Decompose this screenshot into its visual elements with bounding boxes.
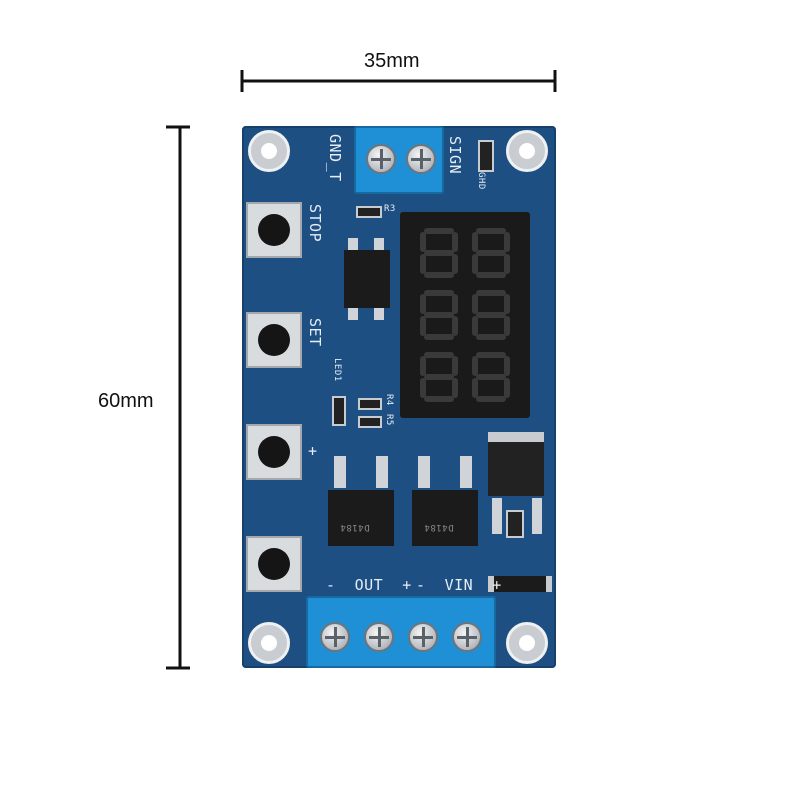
capacitor (506, 510, 524, 538)
label-r3: R3 (384, 204, 396, 214)
screw-out-plus[interactable] (364, 622, 394, 652)
mosfet-right-marking: D4184 (424, 522, 454, 532)
screw-vin-plus[interactable] (452, 622, 482, 652)
chip-pin (348, 238, 358, 250)
label-led1: LED1 (332, 358, 342, 382)
plus-button-cap[interactable] (258, 436, 290, 468)
display-digit-1 (414, 228, 518, 278)
resistor-r5 (358, 416, 382, 428)
mosfet-pin (376, 456, 388, 488)
label-stop: STOP (306, 204, 324, 243)
width-label: 35mm (364, 50, 420, 72)
minus-button-cap[interactable] (258, 548, 290, 580)
set-button[interactable] (246, 312, 302, 368)
regulator-pin (532, 498, 542, 534)
signal-terminal-block[interactable] (354, 126, 444, 194)
screw-gnd-t[interactable] (366, 144, 396, 174)
chip-pin (374, 238, 384, 250)
label-plus: + (308, 442, 318, 460)
mounting-hole-top-left (248, 130, 290, 172)
voltage-regulator (488, 432, 544, 496)
display-digit-3 (414, 352, 518, 402)
minus-button[interactable] (246, 536, 302, 592)
label-signal-led: GHD (476, 172, 486, 190)
mosfet-pin (418, 456, 430, 488)
stop-button-cap[interactable] (258, 214, 290, 246)
label-r5: R5 (384, 414, 394, 426)
led1 (332, 396, 346, 426)
screw-sign[interactable] (406, 144, 436, 174)
resistor-r3 (356, 206, 382, 218)
screw-vin-minus[interactable] (408, 622, 438, 652)
chip-pin (348, 308, 358, 320)
signal-led (478, 140, 494, 172)
display-digit-2 (414, 290, 518, 340)
mounting-hole-top-right (506, 130, 548, 172)
mounting-hole-bottom-left (248, 622, 290, 664)
pcb-board: GND_T SIGN GHD R3 (242, 126, 556, 668)
mosfet-pin (334, 456, 346, 488)
label-sign: SIGN (446, 136, 464, 175)
regulator-pin (492, 498, 502, 534)
power-terminal-block[interactable] (306, 596, 496, 668)
label-set: SET (306, 318, 324, 347)
diode (488, 576, 552, 592)
seven-segment-display (400, 212, 530, 418)
resistor-r4 (358, 398, 382, 410)
height-label: 60mm (98, 390, 154, 412)
mosfet-pin (460, 456, 472, 488)
plus-button[interactable] (246, 424, 302, 480)
label-r4: R4 (384, 394, 394, 406)
chip-pin (374, 308, 384, 320)
label-vin: - VIN + (416, 576, 502, 594)
mosfet-right (412, 490, 478, 546)
optocoupler-chip (344, 250, 390, 308)
label-out: - OUT + (326, 576, 412, 594)
mounting-hole-bottom-right (506, 622, 548, 664)
mosfet-left-marking: D4184 (340, 522, 370, 532)
stop-button[interactable] (246, 202, 302, 258)
set-button-cap[interactable] (258, 324, 290, 356)
screw-out-minus[interactable] (320, 622, 350, 652)
label-gnd-t: GND_T (326, 134, 344, 182)
mosfet-left (328, 490, 394, 546)
